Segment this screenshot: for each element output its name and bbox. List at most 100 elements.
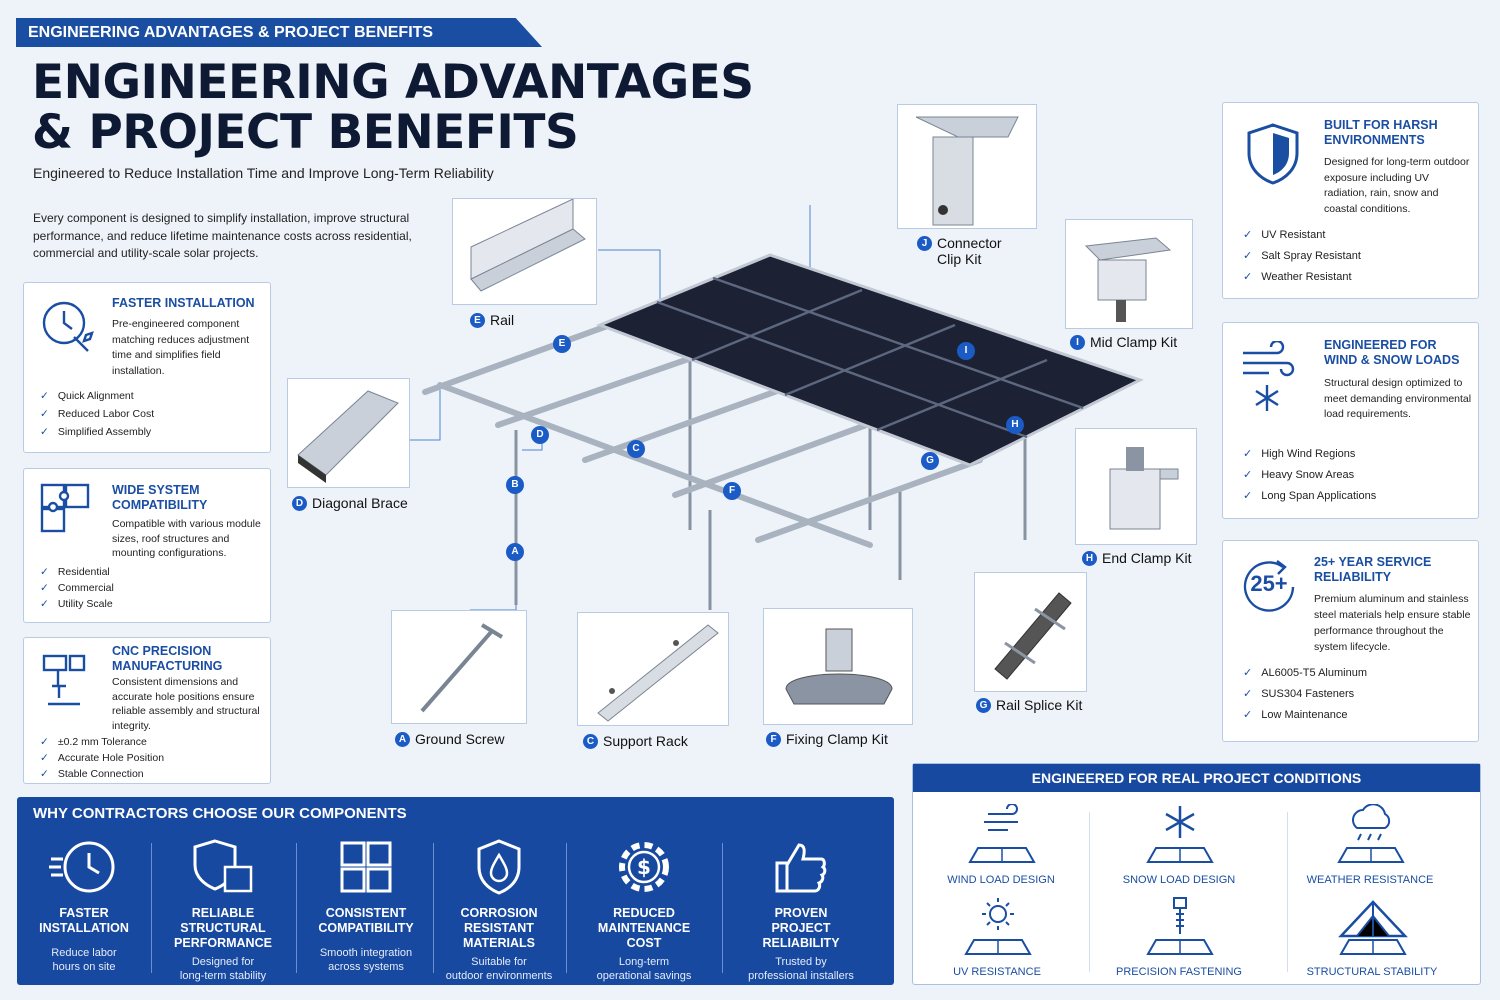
- why-title-line: PERFORMANCE: [174, 936, 272, 950]
- card-text: Premium aluminum and stainless steel mat…: [1314, 593, 1471, 653]
- connector-clip-image: [897, 104, 1037, 229]
- fixing-clamp-icon: [785, 628, 893, 705]
- title-line-2: & PROJECT BENEFITS: [32, 105, 579, 160]
- wind-panel-icon: [968, 803, 1036, 863]
- badge-e-diagram: E: [558, 338, 566, 349]
- drop-shield-icon: [477, 839, 521, 895]
- rail-image: [452, 198, 597, 305]
- card-title: WIDE SYSTEM COMPATIBILITY: [112, 483, 208, 512]
- divider: [433, 843, 434, 973]
- label-text: Ground Screw: [415, 731, 505, 747]
- condition-label: UV RESISTANCE: [953, 966, 1041, 978]
- snow-panel-icon: [1146, 806, 1214, 863]
- card-service-reliability: 25+ 25+ YEAR SERVICE RELIABILITY Premium…: [1222, 540, 1479, 742]
- page-title: ENGINEERING ADVANTAGES & PROJECT BENEFIT…: [32, 58, 754, 158]
- why-title-line: RESISTANT: [464, 921, 534, 935]
- fixing-clamp-image: [763, 608, 913, 725]
- why-title-line: COMPATIBILITY: [318, 921, 414, 935]
- check-list: AL6005-T5 Aluminum SUS304 Fasteners Low …: [1243, 663, 1367, 726]
- card-faster-installation: FASTER INSTALLATION Pre-engineered compo…: [23, 282, 271, 453]
- label-text: Mid Clamp Kit: [1090, 334, 1178, 350]
- clock-icon: [49, 841, 115, 893]
- why-title-line: MATERIALS: [463, 936, 535, 950]
- why-title-line: RELIABILITY: [762, 936, 840, 950]
- why-sub-line: Designed for: [191, 956, 255, 968]
- rail-splice-icon: [994, 592, 1072, 680]
- why-title-line: CONSISTENT: [325, 906, 407, 920]
- 25-years-icon: [1243, 560, 1295, 612]
- rail-icon: [470, 198, 586, 292]
- badge-j: J: [917, 236, 932, 251]
- card-title: ENGINEERED FOR WIND & SNOW LOADS: [1324, 338, 1460, 367]
- card-wind-snow: ENGINEERED FOR WIND & SNOW LOADS Structu…: [1222, 322, 1479, 519]
- structure-shield-icon: [193, 839, 253, 893]
- puzzle-icon: [40, 483, 90, 533]
- diagonal-brace-icon: [297, 390, 399, 483]
- why-title-line: CORROSION: [460, 906, 538, 920]
- badge-f-diagram: F: [728, 485, 736, 496]
- label-rail-splice: G Rail Splice Kit: [976, 697, 1082, 713]
- support-rack-icon: [597, 624, 719, 722]
- label-mid-clamp: I Mid Clamp Kit: [1070, 334, 1177, 350]
- card-title: CNC PRECISION MANUFACTURING: [112, 644, 223, 673]
- sun-panel-icon: [964, 898, 1032, 955]
- condition-label: PRECISION FASTENING: [1116, 966, 1242, 978]
- conditions-heading: ENGINEERED FOR REAL PROJECT CONDITIONS: [913, 764, 1480, 792]
- why-title-line: PROJECT: [771, 921, 831, 935]
- badge-b-diagram: B: [511, 479, 519, 490]
- check-item: Low Maintenance: [1243, 705, 1367, 726]
- divider: [1287, 812, 1288, 972]
- ground-screw-image: [391, 610, 527, 724]
- cnc-machine-icon: [42, 654, 86, 706]
- label-text: End Clamp Kit: [1102, 550, 1192, 566]
- why-contractors-panel: WHY CONTRACTORS CHOOSE OUR COMPONENTS FA…: [17, 797, 894, 985]
- badge-i: I: [1070, 335, 1085, 350]
- badge-c-diagram: C: [632, 443, 640, 454]
- badge-g: G: [976, 698, 991, 713]
- why-title-line: INSTALLATION: [39, 921, 129, 935]
- wind-snow-icon: [1243, 341, 1295, 411]
- title-line-1: ENGINEERING ADVANTAGES: [32, 55, 754, 110]
- badge-h-diagram: H: [1011, 419, 1019, 430]
- why-title-line: RELIABLE: [191, 906, 255, 920]
- card-title: FASTER INSTALLATION: [112, 296, 255, 310]
- badge-c: C: [583, 734, 598, 749]
- check-item: Heavy Snow Areas: [1243, 465, 1376, 486]
- card-harsh-environments: BUILT FOR HARSH ENVIRONMENTS Designed fo…: [1222, 102, 1479, 299]
- why-title-line: COST: [626, 936, 662, 950]
- why-sub-line: across systems: [328, 961, 404, 973]
- badge-i-diagram: I: [964, 345, 968, 356]
- check-item: Accurate Hole Position: [40, 750, 164, 766]
- support-rack-image: [577, 612, 729, 726]
- truss-panel-icon: [1338, 900, 1408, 955]
- solar-panels: [595, 253, 1144, 467]
- label-text: Diagonal Brace: [312, 495, 408, 511]
- check-list: Quick Alignment Reduced Labor Cost Simpl…: [40, 387, 154, 441]
- label-text: Rail Splice Kit: [996, 697, 1083, 713]
- ground-screw-icon: [420, 623, 504, 713]
- badge-a-diagram: A: [511, 546, 519, 557]
- clock-wrench-icon: [42, 301, 94, 352]
- why-title-line: STRUCTURAL: [180, 921, 266, 935]
- divider: [151, 843, 152, 973]
- label-text: Fixing Clamp Kit: [786, 731, 888, 747]
- page-subtitle: Engineered to Reduce Installation Time a…: [33, 165, 494, 181]
- why-sub-line: long-term stability: [179, 970, 267, 982]
- card-text: Designed for long-term outdoor exposure …: [1324, 156, 1470, 215]
- diagram-badges: [506, 335, 1024, 561]
- condition-precision-fastening: PRECISION FASTENING: [1089, 896, 1269, 978]
- condition-snow-load: SNOW LOAD DESIGN: [1089, 804, 1269, 886]
- label-text: Support Rack: [603, 733, 688, 749]
- condition-label: WEATHER RESISTANCE: [1306, 874, 1434, 886]
- check-item: SUS304 Fasteners: [1243, 684, 1367, 705]
- check-item: Quick Alignment: [40, 387, 154, 405]
